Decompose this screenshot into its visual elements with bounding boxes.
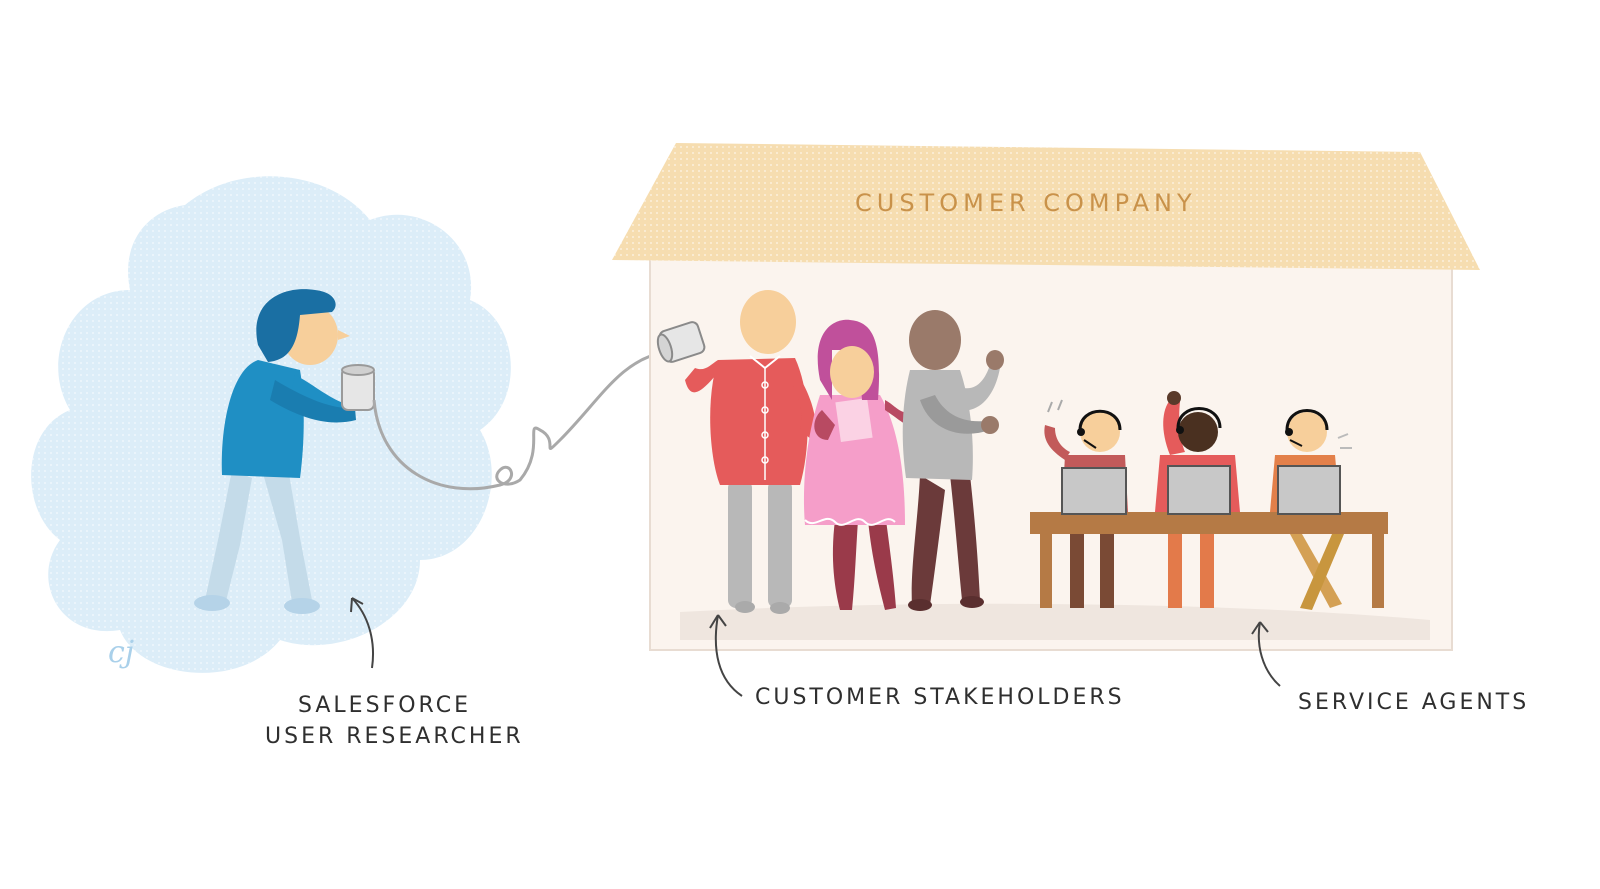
building-roof bbox=[612, 143, 1480, 270]
researcher-pointer-arrow bbox=[351, 597, 374, 669]
company-title: CUSTOMER COMPANY bbox=[855, 189, 1197, 217]
stakeholder-red-shirt bbox=[656, 290, 816, 614]
agents-pointer-arrow bbox=[1257, 621, 1281, 687]
service-desk bbox=[1030, 512, 1388, 608]
user-researcher-figure bbox=[194, 289, 375, 614]
stakeholder-gray-shirt bbox=[902, 310, 1004, 611]
stakeholders-pointer-arrow bbox=[714, 614, 743, 697]
stakeholders-label: CUSTOMER STAKEHOLDERS bbox=[755, 685, 1125, 710]
service-agent-3 bbox=[1270, 409, 1344, 610]
service-agent-2 bbox=[1155, 391, 1240, 608]
tin-can-right bbox=[656, 321, 706, 363]
stakeholder-pink-dress bbox=[803, 319, 915, 610]
service-agents-label: SERVICE AGENTS bbox=[1298, 690, 1529, 715]
researcher-label-line2: USER RESEARCHER bbox=[265, 724, 524, 749]
laptop-icon bbox=[1167, 465, 1231, 515]
artist-signature: cj bbox=[108, 635, 134, 670]
researcher-label-line1: SALESFORCE bbox=[298, 693, 471, 718]
laptop-icon bbox=[1061, 467, 1127, 515]
service-agent-1 bbox=[1044, 409, 1128, 608]
tin-can-string bbox=[372, 350, 666, 491]
laptop-icon bbox=[1277, 465, 1341, 515]
